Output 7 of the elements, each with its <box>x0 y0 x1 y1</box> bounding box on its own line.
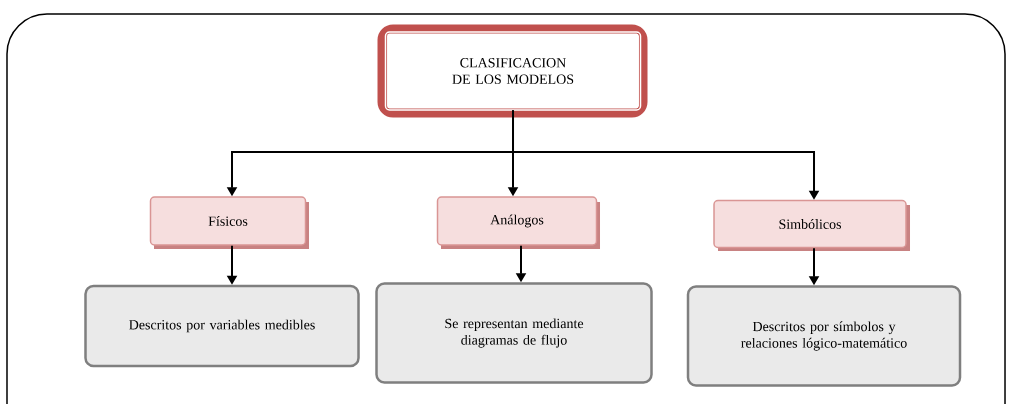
category-box: Análogos <box>436 196 600 249</box>
category-box: Físicos <box>149 196 309 249</box>
description-box: Descritos por símbolos y relaciones lógico-matemático <box>686 285 962 387</box>
description-box: Descritos por variables medibles <box>84 284 360 368</box>
description-box: Se representan mediante diagramas de flujo <box>375 282 653 384</box>
category-box: Simbólicos <box>713 199 910 251</box>
title-box: CLASIFICACION DE LOS MODELOS <box>377 24 648 118</box>
